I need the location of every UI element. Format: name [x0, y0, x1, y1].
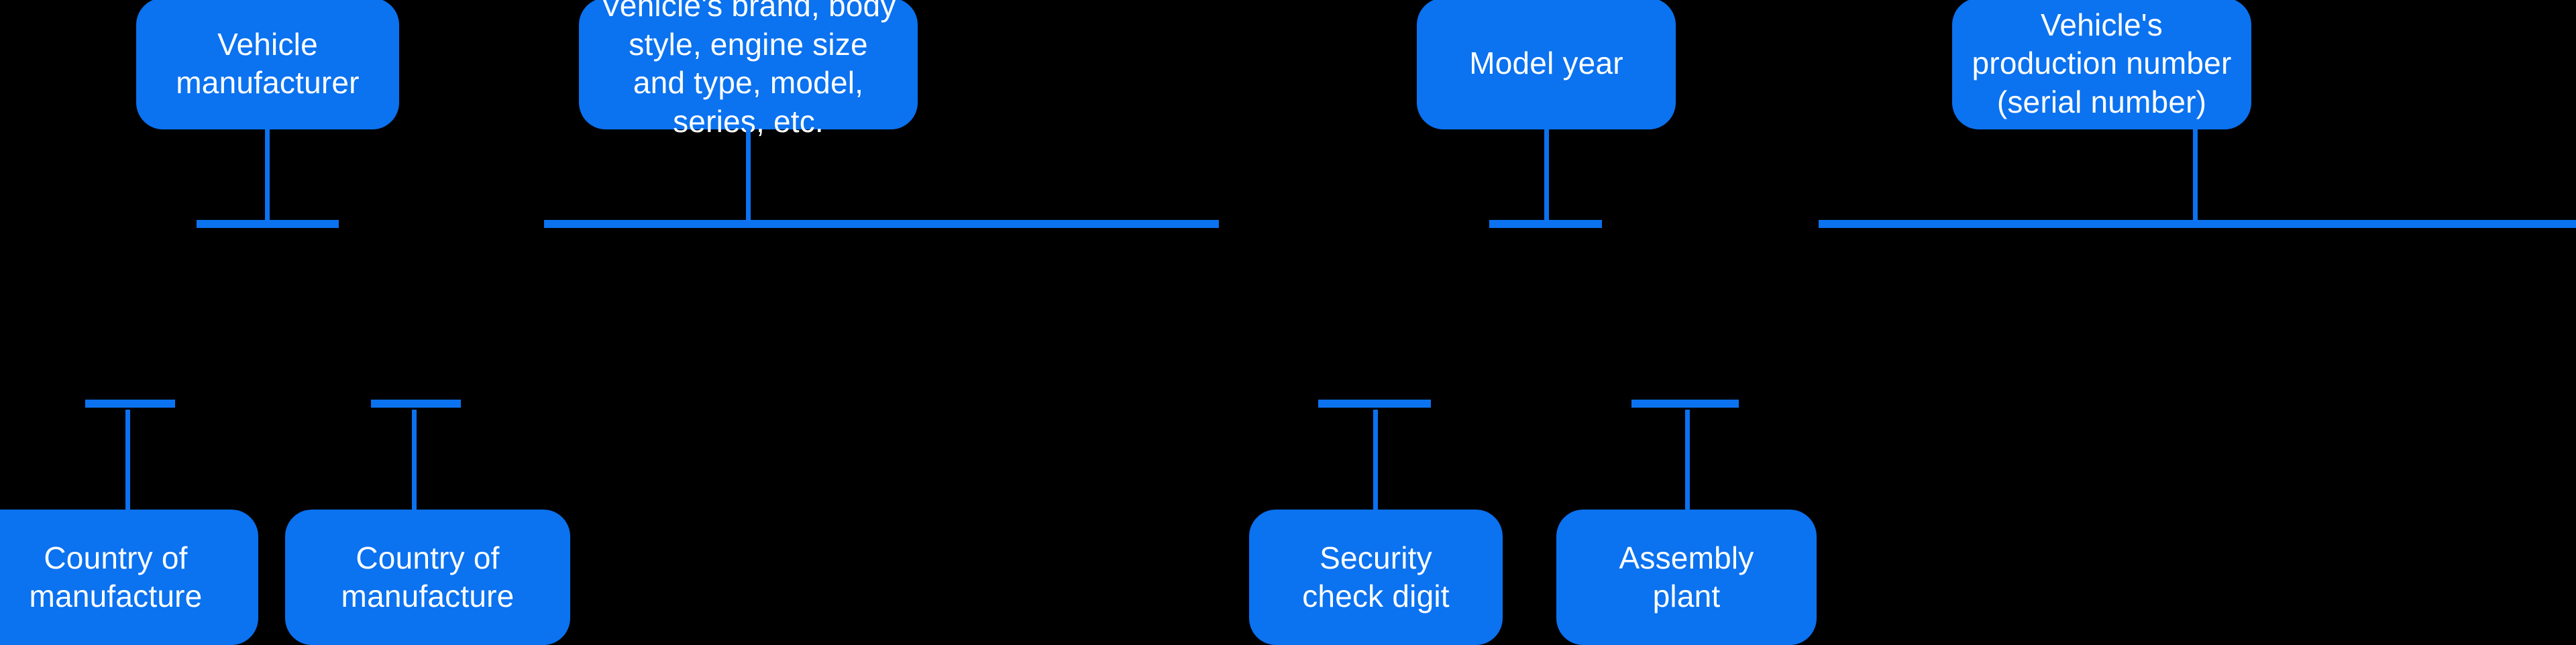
- node-vehicle-descriptor[interactable]: Vehicle's brand, body style, engine size…: [579, 0, 918, 139]
- stem-connector-assembly: [1685, 410, 1690, 512]
- stem-connector-country-1: [125, 410, 130, 512]
- bar-connector-model-year: [1489, 220, 1602, 228]
- bar-connector-descriptor: [544, 220, 1219, 228]
- node-label: Vehicle's brand, body style, engine size…: [600, 0, 896, 139]
- node-vehicle-manufacturer[interactable]: Vehicle manufacturer: [136, 0, 399, 129]
- stem-connector-manufacturer: [265, 129, 270, 223]
- node-label: Assembly plant: [1619, 540, 1754, 614]
- stem-connector-production-number: [2193, 129, 2198, 223]
- node-model-year[interactable]: Model year: [1417, 0, 1676, 129]
- stem-connector-country-2: [412, 410, 417, 512]
- node-label: Country of manufacture: [341, 540, 515, 614]
- node-country-of-manufacture-2[interactable]: Country of manufacture: [285, 510, 570, 645]
- node-label: Country of manufacture: [29, 540, 203, 614]
- stem-connector-security: [1373, 410, 1378, 512]
- node-label: Vehicle's production number (serial numb…: [1972, 7, 2232, 119]
- node-label: Security check digit: [1302, 540, 1450, 614]
- bar-connector-assembly: [1631, 400, 1739, 408]
- bar-connector-security: [1318, 400, 1431, 408]
- node-label: Vehicle manufacturer: [176, 26, 360, 101]
- bar-connector-production-number: [1819, 220, 2576, 228]
- node-assembly-plant[interactable]: Assembly plant: [1556, 510, 1817, 645]
- stem-connector-descriptor: [746, 129, 751, 223]
- bar-connector-country-2: [371, 400, 461, 408]
- node-production-number[interactable]: Vehicle's production number (serial numb…: [1952, 0, 2251, 129]
- node-country-of-manufacture-1[interactable]: Country of manufacture: [0, 510, 258, 645]
- node-label: Model year: [1469, 46, 1623, 81]
- bar-connector-country-1: [85, 400, 175, 408]
- stem-connector-model-year: [1544, 129, 1549, 223]
- bar-connector-manufacturer: [197, 220, 339, 228]
- node-security-check-digit[interactable]: Security check digit: [1249, 510, 1503, 645]
